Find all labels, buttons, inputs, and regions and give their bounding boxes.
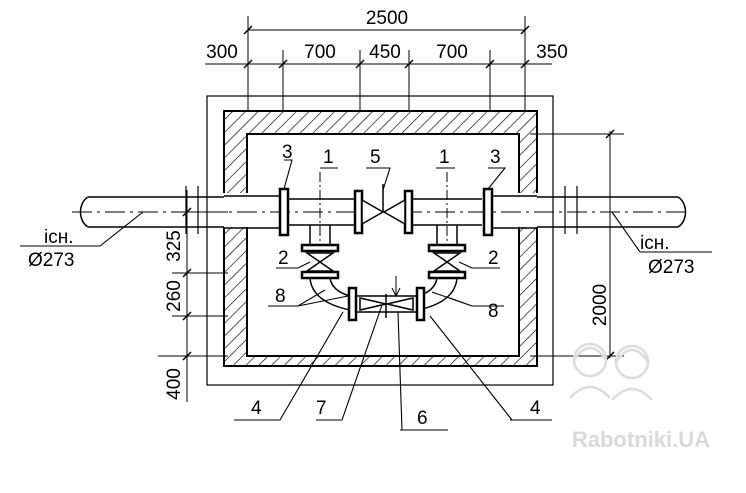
bypass-valve-right: [427, 243, 467, 280]
inner-pipes: [224, 195, 537, 229]
flange-left: [278, 187, 290, 237]
pipe-label-right-top: існ.: [640, 233, 670, 254]
callout-3-right: 3: [490, 147, 501, 168]
workers-helmet-icon: [569, 342, 653, 401]
flange-right: [482, 187, 494, 237]
dim-height: 2000: [590, 284, 611, 326]
dim-left-2: 260: [164, 280, 185, 312]
chamber-walls: [206, 95, 554, 386]
existing-pipe-left: [79, 186, 224, 234]
callout-4-right: 4: [530, 398, 541, 419]
callout-4-left: 4: [251, 398, 262, 419]
dim-left-1: 325: [164, 230, 185, 262]
leader-lines: [20, 159, 712, 431]
pipe-label-right-bottom: Ø273: [648, 257, 694, 278]
watermark-text: Rabotniki.UA: [572, 427, 710, 452]
dim-total-width: 2500: [366, 8, 408, 29]
callout-1-left: 1: [323, 147, 334, 168]
flange-bottom-right: [415, 286, 426, 322]
pipe-label-left-bottom: Ø273: [28, 250, 74, 271]
callout-3-left: 3: [282, 142, 293, 163]
callout-7: 7: [316, 398, 327, 419]
dim-segment-1: 300: [206, 42, 238, 63]
bypass-valve-left: [300, 243, 340, 280]
existing-pipe-right: [537, 186, 687, 234]
dim-segment-4: 700: [436, 42, 468, 63]
callout-5: 5: [370, 147, 381, 168]
callout-1-right: 1: [439, 147, 450, 168]
callout-8-left: 8: [275, 286, 286, 307]
dim-segment-5: 350: [536, 42, 568, 63]
callout-2-left: 2: [278, 248, 289, 269]
callout-8-right: 8: [488, 301, 499, 322]
bypass-center-valve: [356, 276, 417, 318]
tee-right: [436, 172, 458, 250]
tee-left: [309, 172, 331, 250]
dimension-lines: [158, 16, 624, 402]
main-valve: [353, 184, 414, 235]
callout-6: 6: [417, 408, 428, 429]
flange-bottom-left: [347, 286, 358, 322]
dim-segment-3: 450: [369, 42, 401, 63]
dim-left-3: 400: [164, 368, 185, 400]
callout-2-right: 2: [488, 248, 499, 269]
dim-segment-2: 700: [304, 42, 336, 63]
pipe-label-left-top: існ.: [44, 227, 74, 248]
